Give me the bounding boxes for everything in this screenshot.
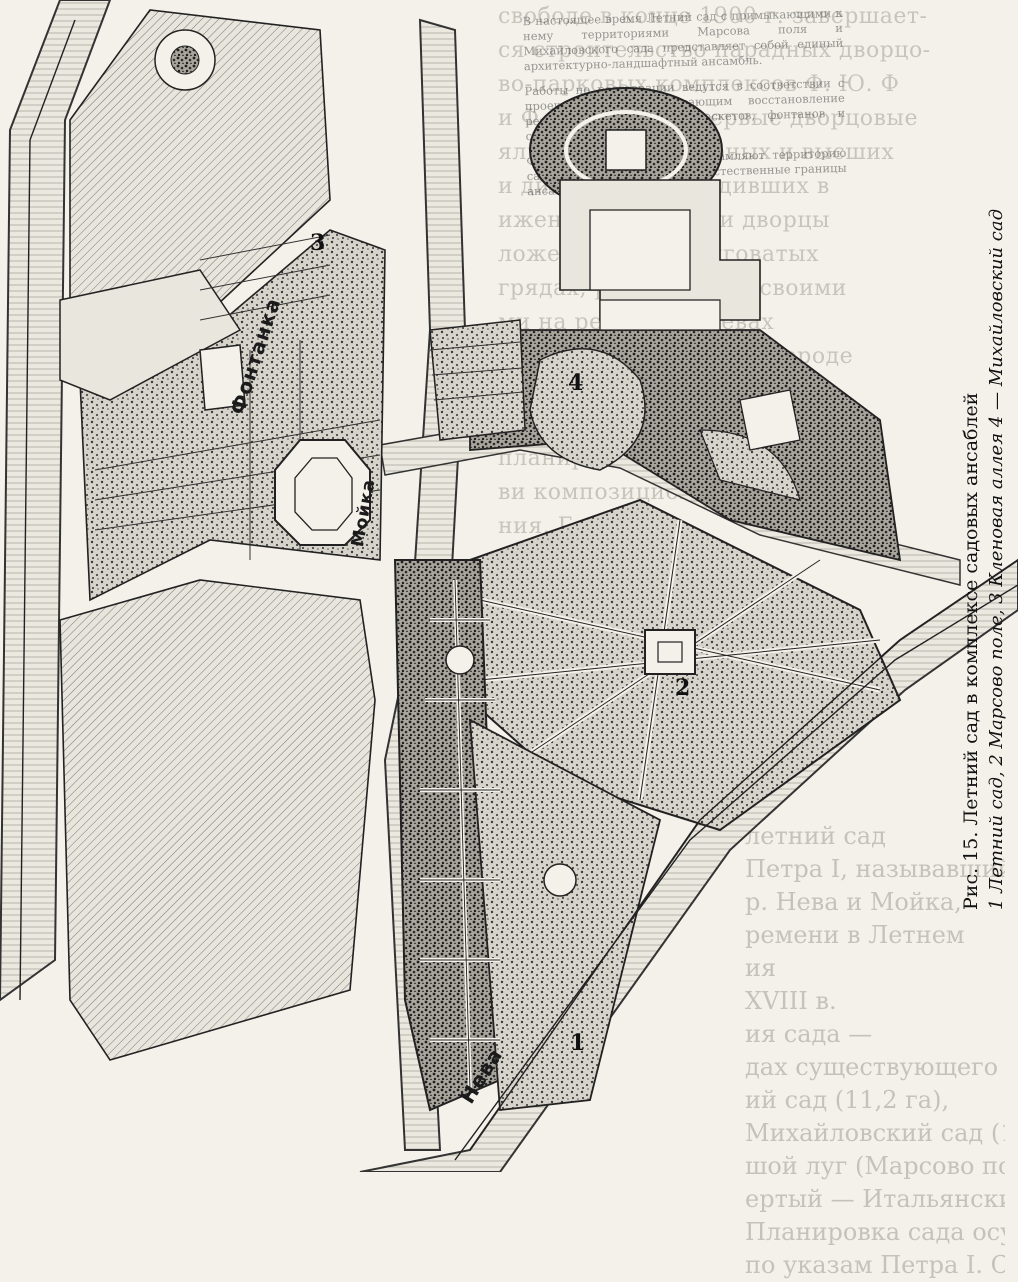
embankment [19,19,1018,1161]
mikhailovsky-garden [469,87,902,562]
ghost-text-line: ремени в Летнем [745,921,965,949]
ghost-text-line: свободе в конце 1900 г. завершает- [498,4,928,29]
ghost-text-line: ся строительство парадных дворцо- [498,38,931,63]
ghost-text-line: р. Нева и Мойка, [745,888,962,916]
ghost-text-line: ий сад (11,2 га), [745,1086,950,1114]
caption-legend: 1 Летний сад, 2 Марсово поле, 3 Кленовая… [986,209,1007,910]
caption-title: Рис. 15. Летний сад в комплексе садовых … [960,392,982,910]
maple-alley [429,319,526,441]
figure-caption: Рис. 15. Летний сад в комплексе садовых … [958,190,1018,910]
ghost-text-line: ертый — Итальянский сад (16 га). [745,1185,1005,1213]
ghost-text-line: ия [745,954,777,982]
ghost-text-line: ия сада — [745,1020,873,1048]
ghost-text-line: по указам Петра I. Строительство [745,1251,1005,1279]
mars-field [469,498,902,832]
map-marker-3: 3 [310,230,326,256]
ghost-text-line: Планировка сада осуществлялась [745,1218,1005,1246]
summer-garden [393,559,662,1112]
left-quarter [59,9,386,1061]
ghost-text-line: XVIII в. [745,987,837,1015]
garden-map [0,0,1018,1172]
map-marker-1: 1 [570,1030,586,1056]
map-marker-4: 4 [568,370,584,396]
ghost-text-line: летний сад [745,822,886,850]
ghost-text-line: во-парковых комплексов Ф. Ю. Ф [498,72,900,97]
ghost-text-line: дах существующего [745,1053,999,1081]
ghost-text-line: Михайловский сад (10 га), [745,1119,1005,1147]
ghost-text-line: Петра I, называвшийся [745,855,1005,883]
map-marker-2: 2 [675,675,691,701]
